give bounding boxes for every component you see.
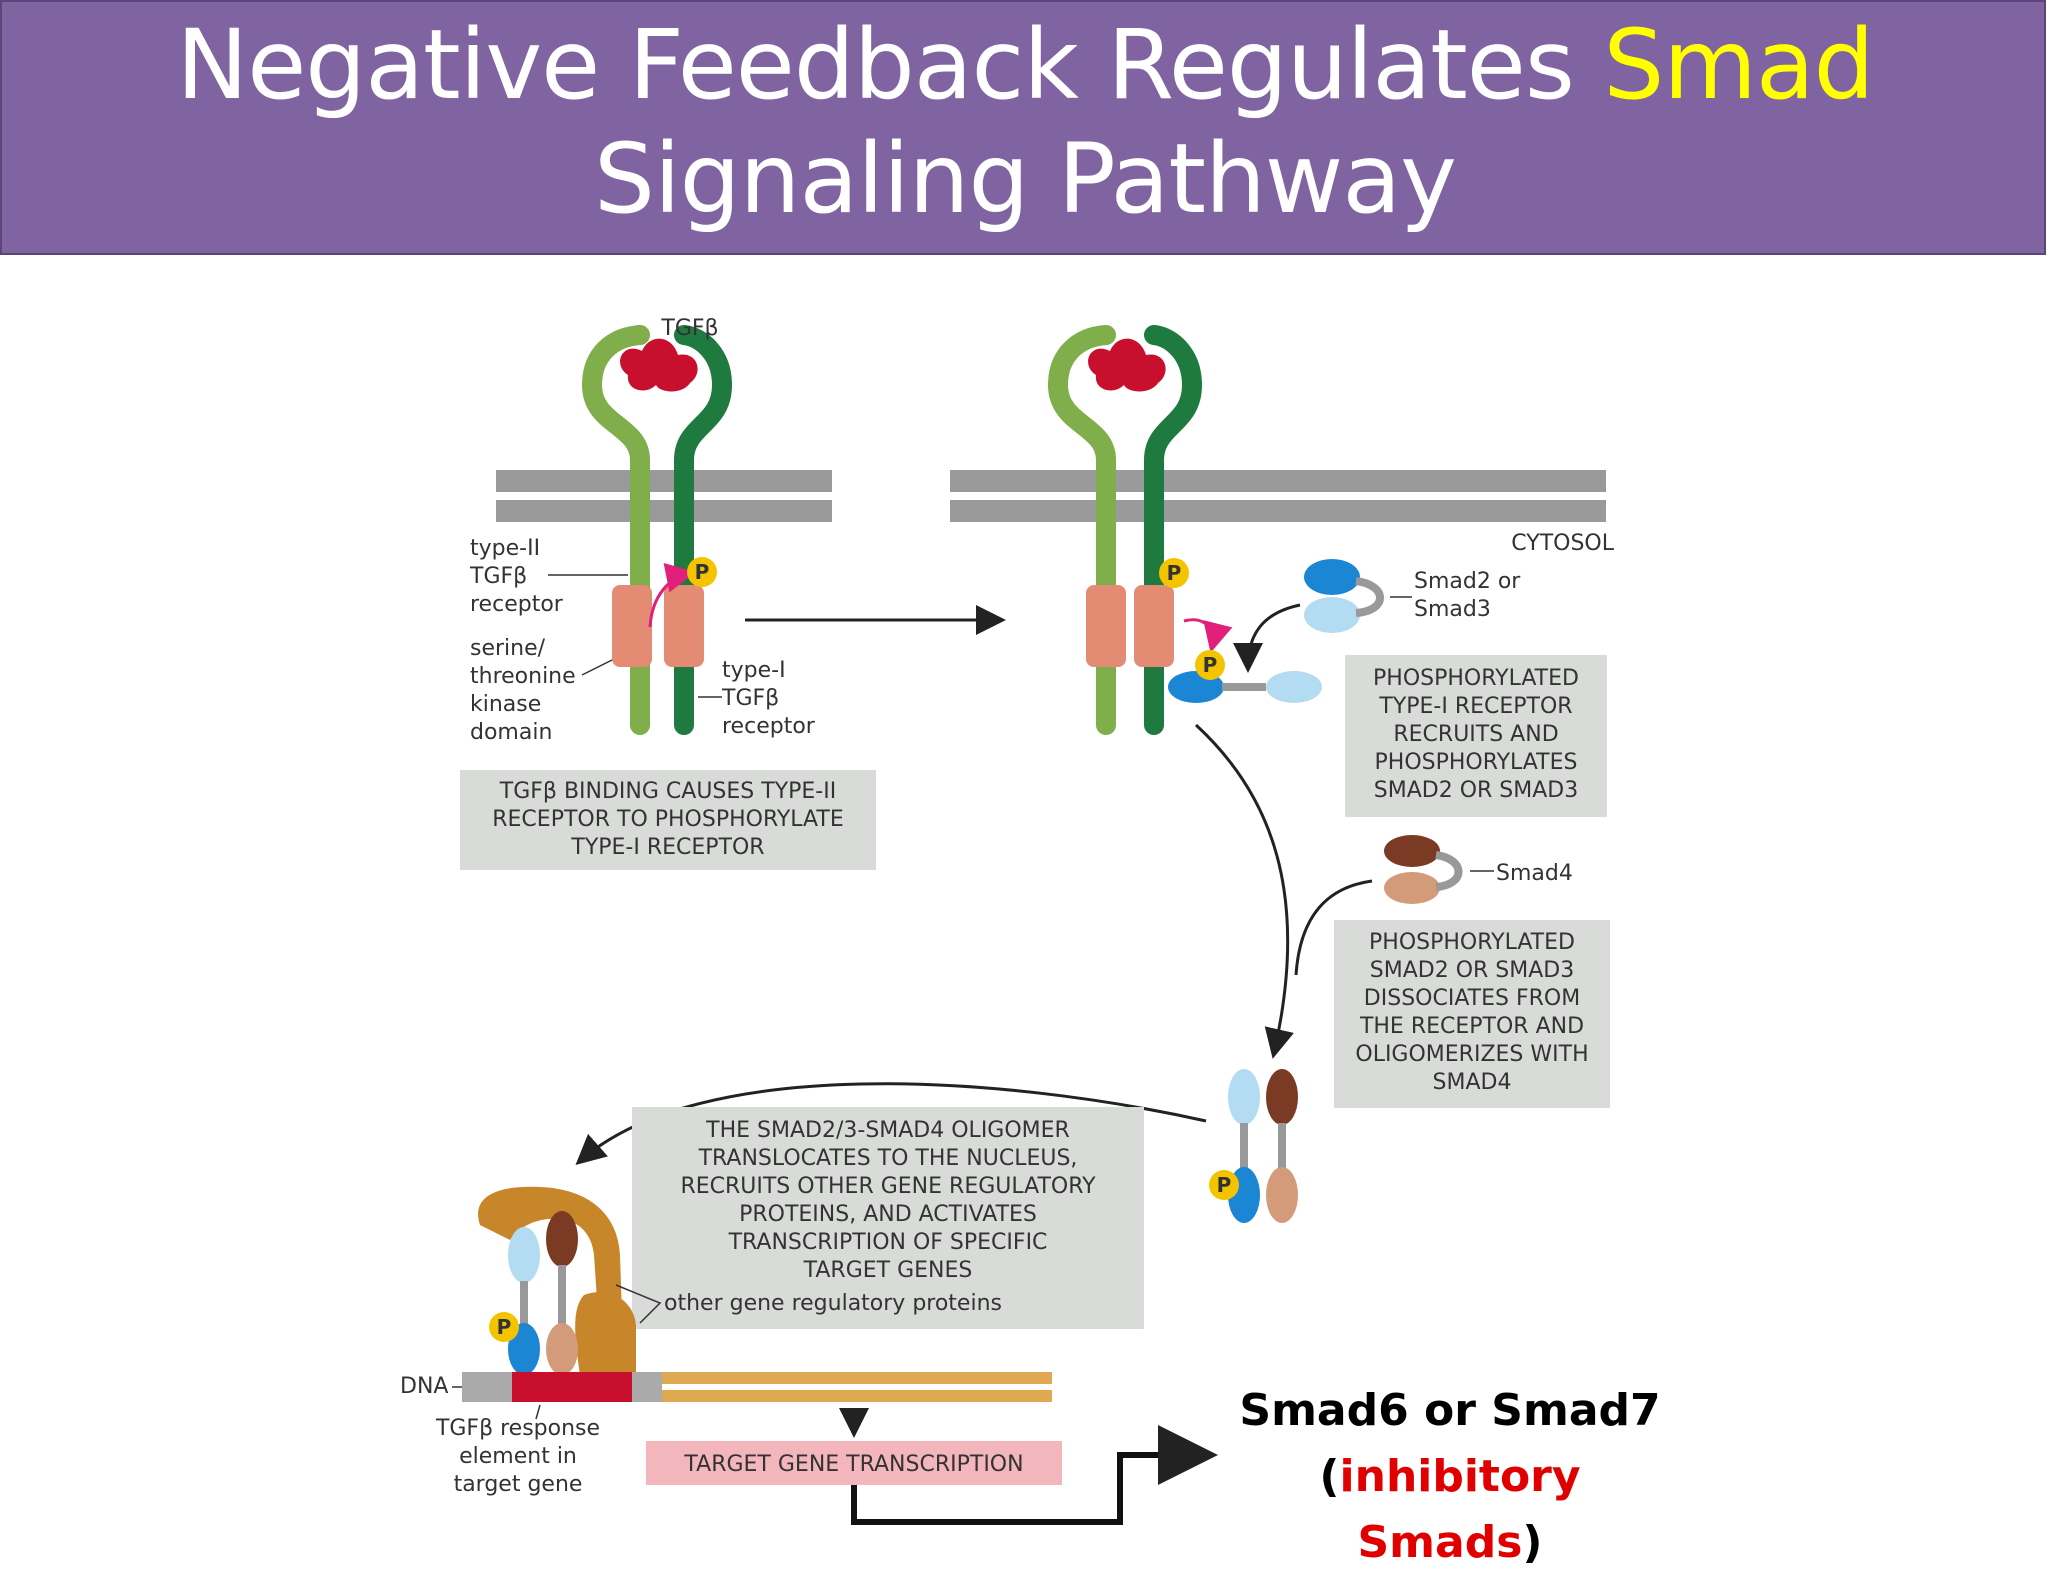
svg-text:TRANSCRIPTION OF SPECIFIC: TRANSCRIPTION OF SPECIFIC	[728, 1230, 1048, 1255]
svg-text:RECRUITS OTHER GENE REGULATORY: RECRUITS OTHER GENE REGULATORY	[680, 1174, 1096, 1199]
gene-regulatory-proteins	[478, 1186, 636, 1375]
phosphate-badge-left: P	[687, 557, 717, 587]
svg-text:PHOSPHORYLATES: PHOSPHORYLATES	[1375, 750, 1578, 775]
kinase-domain-type1-left	[664, 585, 704, 667]
svg-text:THE RECEPTOR AND: THE RECEPTOR AND	[1359, 1014, 1584, 1039]
smad23-bound: P	[1168, 650, 1322, 703]
type1-receptor-right	[1144, 325, 1203, 735]
svg-text:RECEPTOR TO PHOSPHORYLATE: RECEPTOR TO PHOSPHORYLATE	[492, 807, 843, 832]
svg-text:TYPE-I RECEPTOR: TYPE-I RECEPTOR	[570, 835, 764, 860]
svg-text:TYPE-I RECEPTOR: TYPE-I RECEPTOR	[1378, 694, 1572, 719]
phosphate-badge-smad-bound	[1195, 650, 1225, 680]
kinase-domain-type2-left	[612, 585, 652, 667]
step1-caption: TGFβ BINDING CAUSES TYPE-II RECEPTOR TO …	[460, 770, 876, 870]
type1-receptor-left	[674, 325, 733, 735]
smad23-free: Smad2 or Smad3	[1304, 559, 1521, 633]
tgfb-ligand-left	[620, 338, 698, 392]
svg-text:P: P	[1167, 561, 1182, 585]
phosphate-badge-nucleus	[489, 1312, 519, 1342]
svg-text:target gene: target gene	[454, 1472, 583, 1497]
svg-text:THE SMAD2/3-SMAD4 OLIGOMER: THE SMAD2/3-SMAD4 OLIGOMER	[705, 1118, 1070, 1143]
svg-text:SMAD4: SMAD4	[1433, 1070, 1512, 1095]
svg-text:P: P	[1203, 653, 1218, 677]
svg-text:SMAD2 OR SMAD3: SMAD2 OR SMAD3	[1370, 958, 1574, 983]
receptor-complex-left: P	[581, 325, 733, 735]
svg-text:PHOSPHORYLATED: PHOSPHORYLATED	[1369, 930, 1575, 955]
dissociation-arrow	[1194, 723, 1294, 1059]
title-line1-prefix: Negative Feedback Regulates	[176, 9, 1604, 121]
svg-text:serine/: serine/	[470, 636, 546, 661]
smad4-free: Smad4	[1384, 835, 1573, 904]
feedback-arrow	[851, 1425, 1218, 1525]
type2-receptor-label: type-II TGFβ receptor	[469, 536, 628, 617]
svg-text:TRANSLOCATES TO THE NUCLEUS,: TRANSLOCATES TO THE NUCLEUS,	[698, 1146, 1078, 1171]
step3-caption: PHOSPHORYLATED SMAD2 OR SMAD3 DISSOCIATE…	[1334, 920, 1610, 1108]
svg-text:threonine: threonine	[470, 664, 576, 689]
other-proteins-label: other gene regulatory proteins	[615, 1284, 1002, 1324]
smad-oligomer-cytosol: P	[1209, 1069, 1298, 1223]
receptor-complex-right: P	[1047, 325, 1233, 735]
kinase-domain-type1-right	[1134, 585, 1174, 667]
inhibitory-smads-text: inhibitory Smads	[1339, 1451, 1581, 1568]
inhibitory-note-line2: (inhibitory Smads)	[1319, 1451, 1581, 1568]
type2-receptor-right	[1047, 325, 1116, 735]
svg-text:RECRUITS AND: RECRUITS AND	[1393, 722, 1558, 747]
dna-strand	[462, 1372, 1052, 1402]
title-line2: Signaling Pathway	[594, 123, 1457, 235]
svg-text:kinase: kinase	[470, 692, 541, 717]
kinase-domain-type2-right	[1086, 585, 1126, 667]
svg-text:receptor: receptor	[722, 714, 816, 739]
kinase-domain-label: serine/ threonine kinase domain	[470, 636, 613, 745]
svg-text:SMAD2 OR SMAD3: SMAD2 OR SMAD3	[1374, 778, 1578, 803]
membrane-left	[496, 470, 832, 522]
svg-text:receptor: receptor	[470, 592, 564, 617]
svg-text:PROTEINS, AND ACTIVATES: PROTEINS, AND ACTIVATES	[739, 1202, 1037, 1227]
response-element-label: TGFβ response element in target gene	[435, 1404, 600, 1497]
smad4-label: Smad4	[1496, 861, 1573, 886]
transcription-box: TARGET GENE TRANSCRIPTION	[646, 1441, 1062, 1485]
tgfb-ligand-right	[1088, 338, 1166, 392]
slide-title: Negative Feedback Regulates Smad Signali…	[2, 8, 2048, 236]
cytosol-label: CYTOSOL	[1511, 531, 1614, 556]
svg-text:TGFβ BINDING CAUSES TYPE-II: TGFβ BINDING CAUSES TYPE-II	[499, 779, 836, 804]
smad23-recruit-arrow	[1233, 603, 1301, 673]
title-highlight-smad: Smad	[1603, 9, 1874, 121]
svg-text:TGFβ response: TGFβ response	[435, 1416, 600, 1441]
type2-receptor-left	[581, 325, 650, 735]
phosphate-badge-oligomer	[1209, 1170, 1239, 1200]
svg-text:OLIGOMERIZES WITH: OLIGOMERIZES WITH	[1355, 1042, 1588, 1067]
svg-text:P: P	[695, 560, 710, 584]
inhibitory-note-line1: Smad6 or Smad7	[1239, 1385, 1661, 1436]
smad-pathway-diagram: P TGFβ type-II TGFβ receptor serine/ thr…	[400, 316, 1615, 1525]
svg-text:type-I: type-I	[722, 658, 786, 683]
svg-text:TARGET GENES: TARGET GENES	[803, 1258, 973, 1283]
svg-text:TGFβ: TGFβ	[469, 564, 527, 589]
svg-text:Smad3: Smad3	[1414, 597, 1491, 622]
title-banner: Negative Feedback Regulates Smad Signali…	[0, 0, 2046, 255]
step2-caption: PHOSPHORYLATED TYPE-I RECEPTOR RECRUITS …	[1345, 655, 1607, 817]
step4-caption: THE SMAD2/3-SMAD4 OLIGOMER TRANSLOCATES …	[632, 1107, 1144, 1329]
smad4-join-arrow	[1294, 879, 1373, 976]
svg-text:TGFβ: TGFβ	[721, 686, 779, 711]
svg-text:TARGET GENE TRANSCRIPTION: TARGET GENE TRANSCRIPTION	[683, 1452, 1023, 1477]
svg-text:P: P	[497, 1315, 512, 1339]
tgfb-ligand-label: TGFβ	[660, 316, 718, 341]
smad23-label: Smad2 or	[1414, 569, 1521, 594]
inhibitory-smads-note: Smad6 or Smad7 (inhibitory Smads)	[1220, 1378, 1680, 1576]
phosphorylation-arrow-right	[1183, 618, 1233, 653]
svg-text:element in: element in	[459, 1444, 577, 1469]
membrane-right	[950, 470, 1606, 522]
svg-text:other gene regulatory proteins: other gene regulatory proteins	[664, 1291, 1002, 1316]
type1-receptor-label: type-I TGFβ receptor	[698, 658, 816, 739]
svg-text:P: P	[1217, 1173, 1232, 1197]
svg-text:type-II: type-II	[470, 536, 540, 561]
response-element	[512, 1372, 632, 1402]
phosphate-badge-receptor-right: P	[1159, 558, 1189, 588]
svg-text:DISSOCIATES FROM: DISSOCIATES FROM	[1364, 986, 1580, 1011]
svg-text:domain: domain	[470, 720, 552, 745]
svg-text:PHOSPHORYLATED: PHOSPHORYLATED	[1373, 666, 1579, 691]
smad-oligomer-nucleus: P	[489, 1211, 578, 1375]
dna-label: DNA	[400, 1374, 448, 1399]
phosphorylation-arrow-left	[648, 563, 696, 628]
